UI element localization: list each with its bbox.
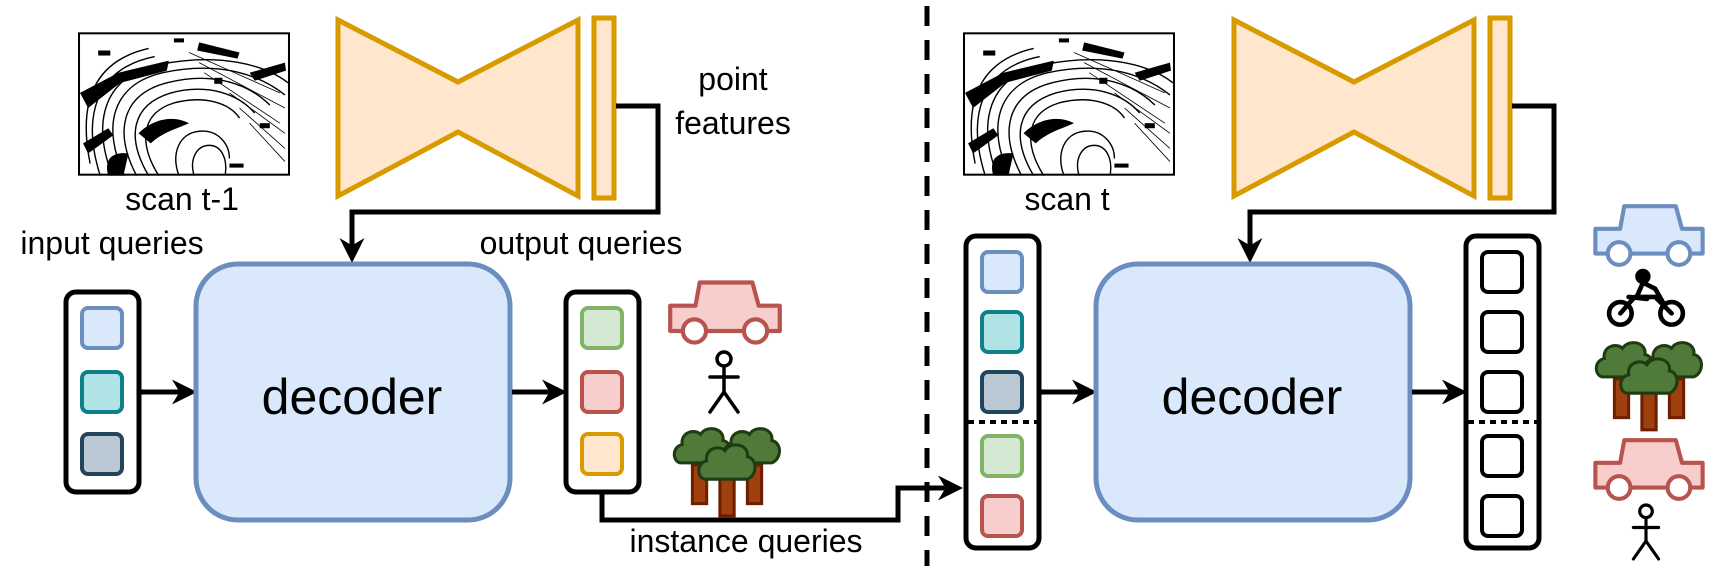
left-stage: scan t-1 point features input queries ou… — [20, 15, 963, 559]
right-stage: scan t decoder — [963, 15, 1703, 561]
query-token — [580, 370, 624, 414]
lidar-scan-icon — [963, 32, 1175, 176]
query-slot — [1480, 310, 1524, 354]
query-token — [80, 306, 124, 350]
query-token — [980, 370, 1024, 414]
query-token — [980, 494, 1024, 538]
decoder-left: decoder — [193, 261, 513, 523]
lidar-scan-icon — [78, 32, 290, 176]
scan-label-right: scan t — [1024, 181, 1109, 217]
person-icon — [708, 350, 740, 414]
features-arrow-left — [339, 103, 661, 263]
features-arrow-right — [1237, 103, 1557, 263]
trees-icon — [1594, 341, 1703, 432]
encoder-left — [335, 15, 617, 201]
query-slot — [1480, 494, 1524, 538]
point-feature-map — [1487, 15, 1513, 201]
point-features-label-line1: point — [698, 61, 768, 97]
combined-queries-column — [963, 233, 1042, 551]
motorcycle-icon — [1609, 269, 1683, 325]
query-token — [80, 432, 124, 476]
query-token — [980, 310, 1024, 354]
car-icon — [670, 282, 780, 343]
output-slots-column — [1463, 233, 1542, 551]
query-token — [580, 432, 624, 476]
query-slot — [1480, 250, 1524, 294]
query-slot — [1480, 370, 1524, 414]
input-queries-label: input queries — [20, 225, 203, 261]
point-feature-map — [591, 15, 617, 201]
point-features-label-line2: features — [675, 105, 791, 141]
query-token — [980, 250, 1024, 294]
output-queries-column — [563, 289, 642, 495]
instance-queries-label: instance queries — [629, 523, 862, 559]
scan-label-left: scan t-1 — [125, 181, 239, 217]
query-token — [580, 306, 624, 350]
person-icon — [1631, 503, 1661, 561]
decoder-right: decoder — [1093, 261, 1413, 523]
query-token — [80, 370, 124, 414]
encoder-right — [1231, 15, 1513, 201]
decoder-label-left: decoder — [262, 369, 443, 425]
query-token — [980, 434, 1024, 478]
input-queries-column — [63, 289, 142, 495]
instance-queries-arrow — [599, 475, 963, 523]
output-queries-label: output queries — [480, 225, 683, 261]
query-slot — [1480, 434, 1524, 478]
decoder-label-right: decoder — [1162, 369, 1343, 425]
car-icon — [1595, 206, 1703, 265]
car-icon — [1595, 440, 1703, 499]
trees-icon — [672, 427, 781, 518]
